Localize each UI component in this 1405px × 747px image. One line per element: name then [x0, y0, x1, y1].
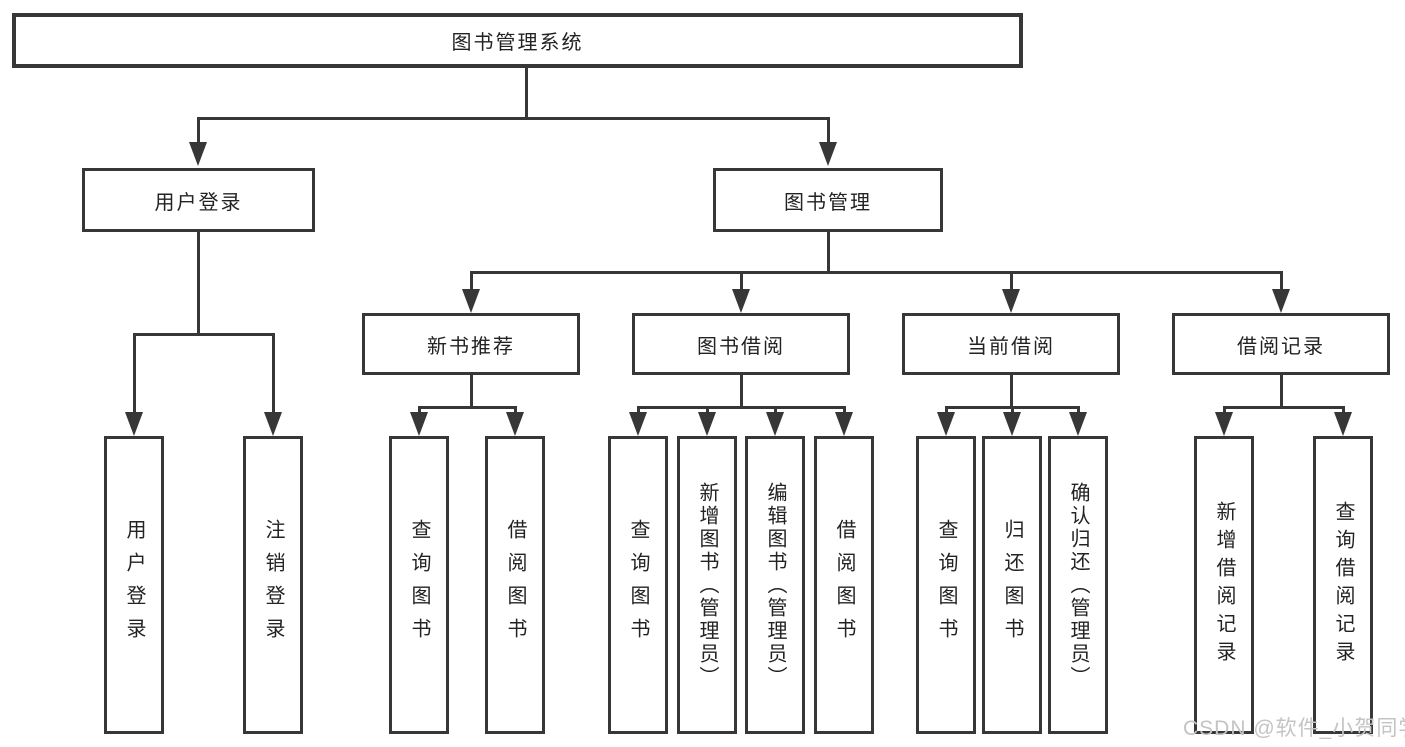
connector-line: [637, 406, 846, 409]
node-label: 借阅记录: [1237, 335, 1325, 358]
node-book-management: 图书管理: [713, 168, 943, 232]
leaf-query-books: 查询图书: [608, 436, 668, 734]
node-label: 图书借阅: [697, 335, 785, 358]
arrowhead-down-icon: [462, 289, 480, 313]
leaf-label: 查询图书: [627, 519, 649, 651]
leaf-user-login: 用户登录: [104, 436, 164, 734]
arrowhead-down-icon: [698, 412, 716, 436]
leaf-label: 注销登录: [262, 519, 284, 651]
connector-line: [418, 406, 517, 409]
node-label: 当前借阅: [967, 335, 1055, 358]
arrowhead-down-icon: [410, 412, 428, 436]
connector-line: [133, 333, 274, 336]
node-label: 用户登录: [154, 191, 243, 214]
connector-line: [471, 271, 1281, 274]
leaf-label: 新增图书（管理员）: [696, 481, 718, 689]
leaf-query-books: 查询图书: [916, 436, 976, 734]
arrowhead-down-icon: [1334, 412, 1352, 436]
connector-line: [525, 68, 528, 117]
connector-line: [1010, 375, 1013, 408]
leaf-label: 借阅图书: [833, 519, 855, 651]
connector-line: [197, 117, 830, 120]
leaf-query-books: 查询图书: [389, 436, 449, 734]
leaf-borrow-books: 借阅图书: [485, 436, 545, 734]
connector-line: [1010, 271, 1013, 291]
connector-line: [827, 117, 830, 144]
node-current-borrowing: 当前借阅: [902, 313, 1120, 375]
arrowhead-down-icon: [835, 412, 853, 436]
arrowhead-down-icon: [1215, 412, 1233, 436]
leaf-label: 查询图书: [935, 519, 957, 651]
arrowhead-down-icon: [125, 412, 143, 436]
leaf-label: 用户登录: [123, 519, 145, 651]
arrowhead-down-icon: [937, 412, 955, 436]
leaf-add-borrow-record: 新增借阅记录: [1194, 436, 1254, 734]
arrowhead-down-icon: [506, 412, 524, 436]
leaf-confirm-return-admin: 确认归还（管理员）: [1048, 436, 1108, 734]
arrowhead-down-icon: [189, 142, 207, 166]
arrowhead-down-icon: [264, 412, 282, 436]
arrowhead-down-icon: [819, 142, 837, 166]
leaf-label: 查询图书: [408, 519, 430, 651]
connector-line: [470, 375, 473, 408]
leaf-return-books: 归还图书: [982, 436, 1042, 734]
leaf-query-borrow-record: 查询借阅记录: [1313, 436, 1373, 734]
leaf-label: 归还图书: [1001, 519, 1023, 651]
leaf-label: 确认归还（管理员）: [1067, 481, 1089, 689]
leaf-edit-books-admin: 编辑图书（管理员）: [745, 436, 805, 734]
node-borrowing-records: 借阅记录: [1172, 313, 1390, 375]
connector-line: [827, 232, 830, 273]
arrowhead-down-icon: [766, 412, 784, 436]
connector-line: [272, 333, 275, 414]
connector-line: [197, 232, 200, 336]
leaf-add-books-admin: 新增图书（管理员）: [677, 436, 737, 734]
watermark-text: CSDN @软件_小贺同学: [1183, 717, 1405, 740]
node-label: 图书管理: [784, 191, 872, 214]
connector-line: [740, 271, 743, 291]
node-label: 图书管理系统: [451, 32, 584, 54]
connector-line: [1280, 375, 1283, 408]
arrowhead-down-icon: [1069, 412, 1087, 436]
connector-line: [740, 375, 743, 408]
leaf-label: 编辑图书（管理员）: [764, 481, 786, 689]
node-library-management-system: 图书管理系统: [12, 13, 1023, 68]
connector-line: [1223, 406, 1344, 409]
arrowhead-down-icon: [1003, 412, 1021, 436]
leaf-label: 新增借阅记录: [1213, 501, 1235, 669]
arrowhead-down-icon: [1272, 289, 1290, 313]
connector-line: [470, 271, 473, 291]
connector-line: [197, 117, 200, 144]
connector-line: [1280, 271, 1283, 291]
node-label: 新书推荐: [427, 335, 515, 358]
arrowhead-down-icon: [1002, 289, 1020, 313]
leaf-logout-login: 注销登录: [243, 436, 303, 734]
node-new-book-recommendation: 新书推荐: [362, 313, 580, 375]
leaf-label: 查询借阅记录: [1332, 501, 1354, 669]
leaf-borrow-books: 借阅图书: [814, 436, 874, 734]
arrowhead-down-icon: [629, 412, 647, 436]
leaf-label: 借阅图书: [504, 519, 526, 651]
connector-line: [133, 333, 136, 414]
arrowhead-down-icon: [732, 289, 750, 313]
node-book-borrowing: 图书借阅: [632, 313, 850, 375]
node-user-login: 用户登录: [82, 168, 315, 232]
